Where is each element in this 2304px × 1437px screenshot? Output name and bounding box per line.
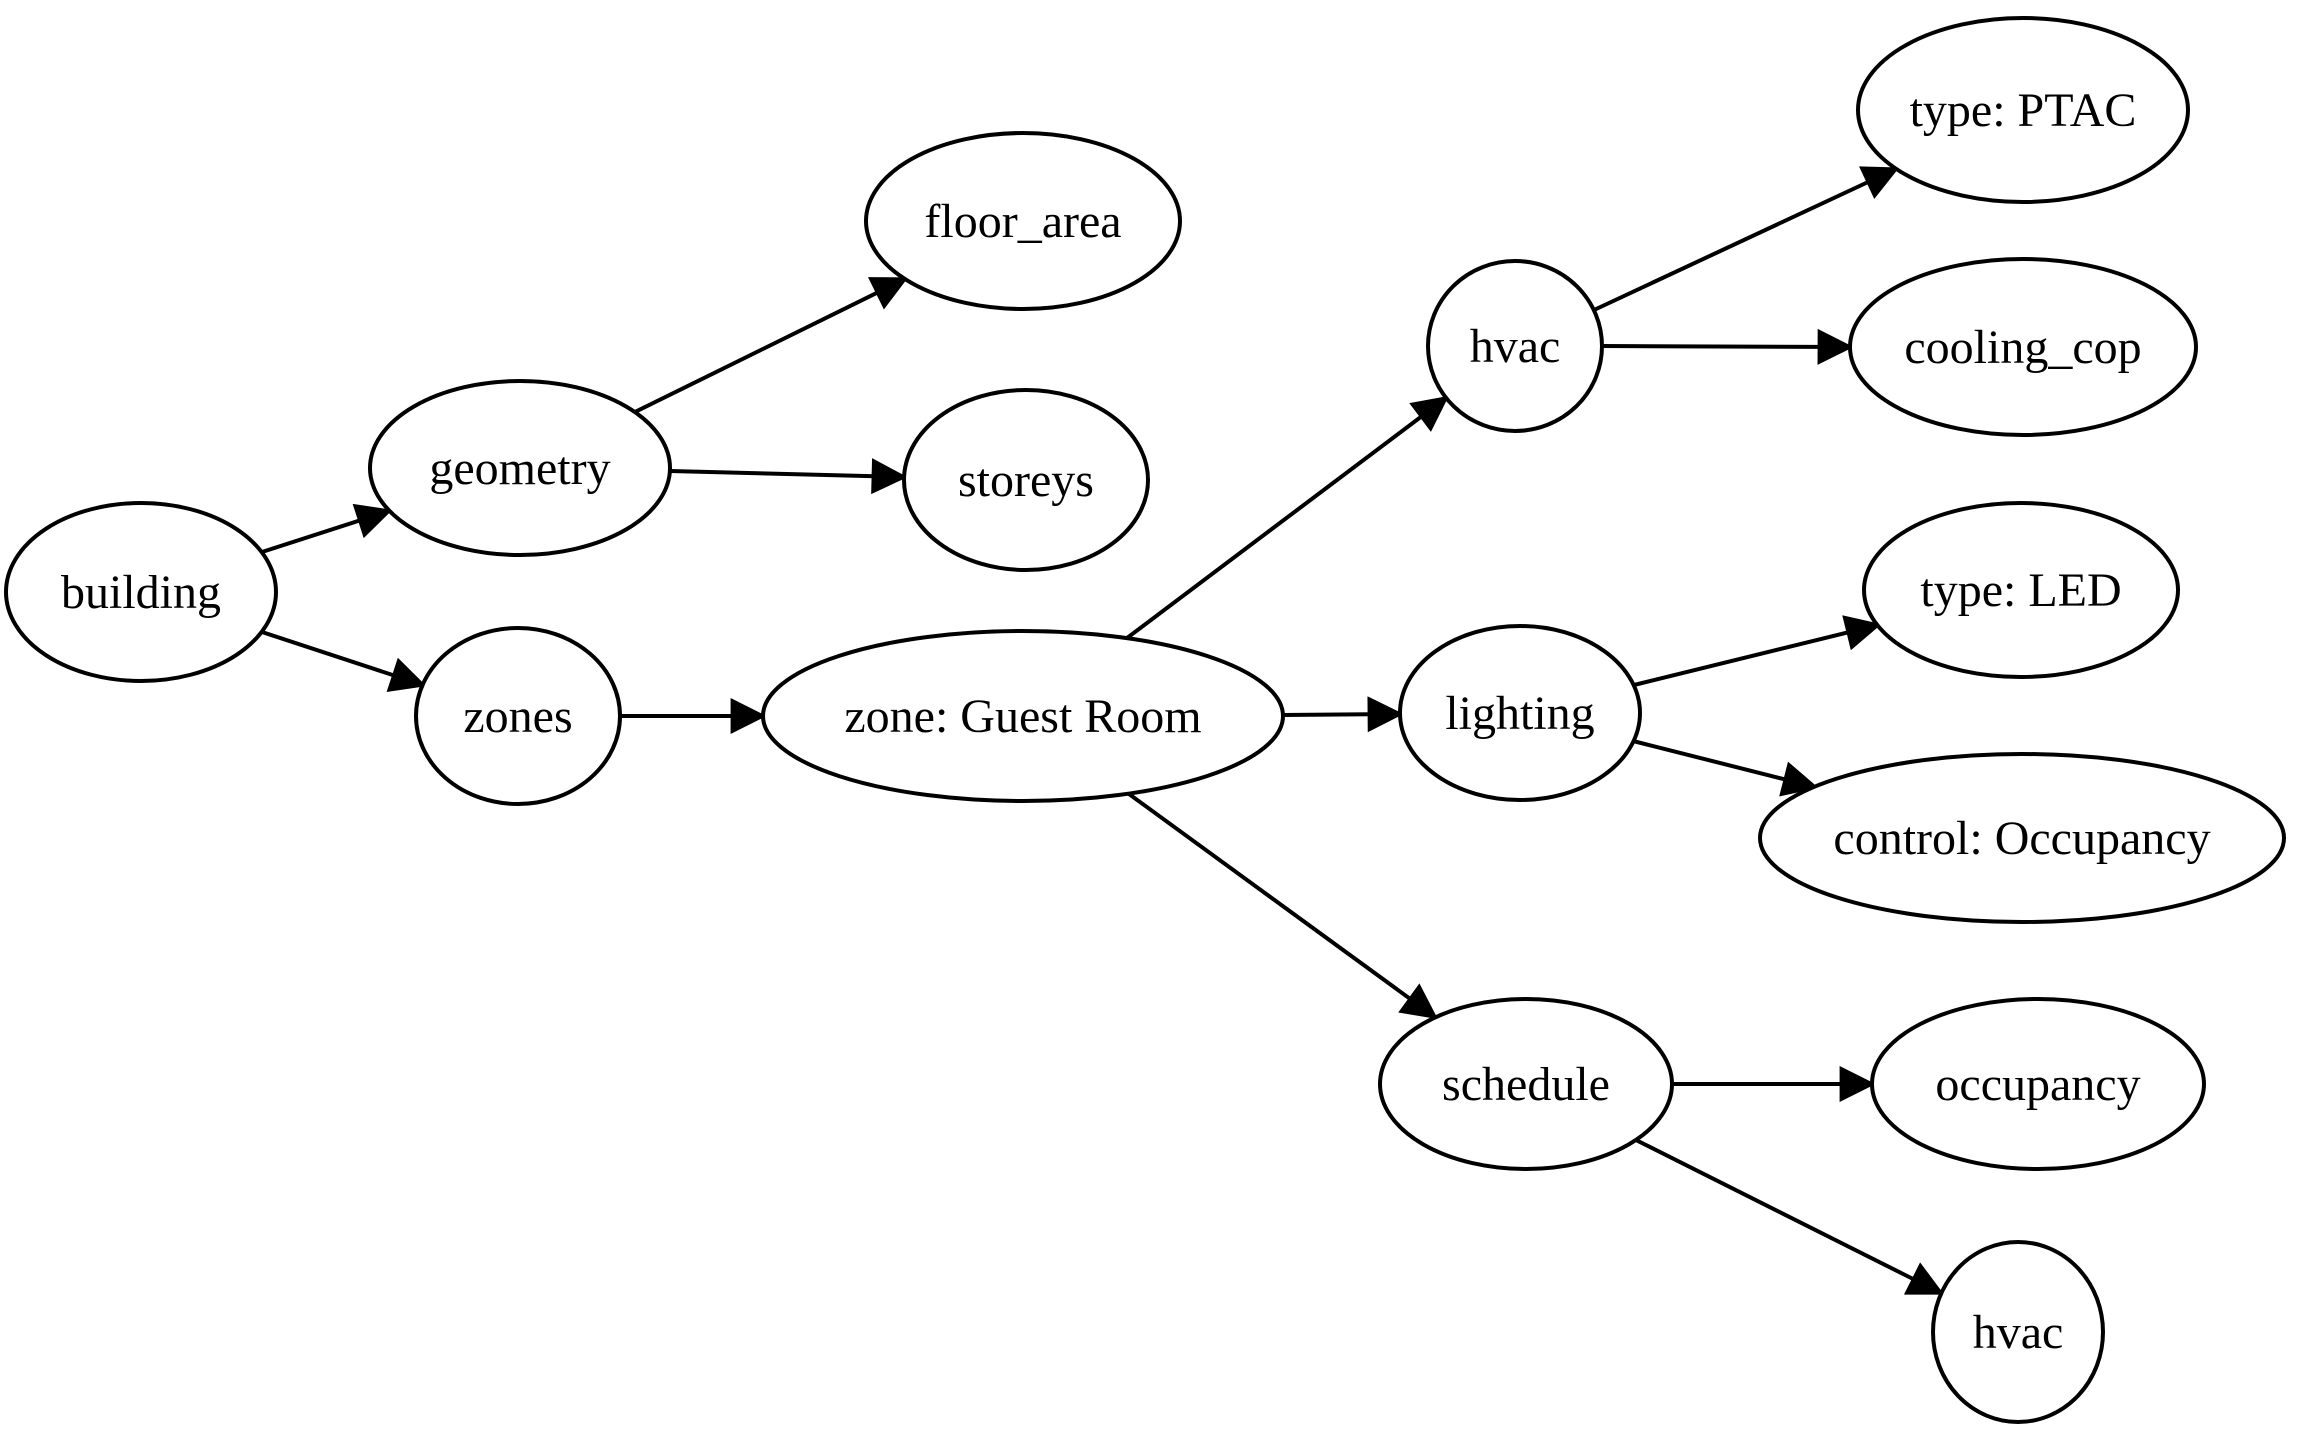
node-hvac: hvac [1426, 259, 1604, 433]
node-ellipse-hvac [1426, 259, 1604, 433]
edge-geometry-to-storeys [669, 458, 908, 495]
node-ellipse-cooling_cop [1848, 257, 2198, 437]
node-label-type_ptac: type: PTAC [1910, 84, 2137, 137]
node-ellipse-storeys [902, 388, 1150, 572]
node-label-floor_area: floor_area [924, 195, 1121, 248]
node-ellipse-lighting [1398, 624, 1642, 802]
node-ellipse-schedule [1378, 997, 1674, 1171]
node-ellipse-type_led [1862, 501, 2180, 679]
node-ellipse-type_ptac [1856, 16, 2190, 204]
edge-lighting-to-type_led [1633, 615, 1882, 687]
node-ellipse-hvac_schedule [1931, 1240, 2105, 1424]
node-floor_area: floor_area [864, 131, 1182, 311]
node-schedule: schedule [1378, 997, 1674, 1171]
edge-zone_guest_room-to-hvac [1125, 395, 1449, 640]
edge-building-to-zones [261, 630, 427, 692]
node-ellipse-occupancy [1870, 997, 2206, 1171]
edge-geometry-to-floor_area [634, 277, 909, 414]
edge-lighting-to-control_occupancy [1632, 739, 1819, 797]
edge-schedule-to-hvac_schedule [1635, 1138, 1945, 1295]
node-label-control_occupancy: control: Occupancy [1833, 812, 2210, 865]
edge-building-to-geometry [261, 503, 393, 554]
edge-zone_guest_room-to-schedule [1127, 792, 1438, 1020]
node-hvac_schedule: hvac [1931, 1240, 2105, 1424]
node-label-cooling_cop: cooling_cop [1904, 321, 2141, 374]
node-ellipse-building [4, 501, 278, 683]
node-geometry: geometry [368, 379, 672, 557]
node-label-lighting: lighting [1445, 687, 1594, 740]
node-control_occupancy: control: Occupancy [1758, 752, 2286, 924]
edge-zone_guest_room-to-lighting [1282, 696, 1404, 733]
node-ellipse-zones [414, 626, 622, 806]
node-cooling_cop: cooling_cop [1848, 257, 2198, 437]
edge-hvac-to-cooling_cop [1601, 328, 1854, 365]
node-label-type_led: type: LED [1920, 564, 2121, 617]
node-zones: zones [414, 626, 622, 806]
node-lighting: lighting [1398, 624, 1642, 802]
node-type_ptac: type: PTAC [1856, 16, 2190, 204]
node-label-hvac_schedule: hvac [1973, 1306, 2064, 1359]
node-label-geometry: geometry [429, 442, 610, 495]
node-label-storeys: storeys [958, 454, 1094, 507]
node-type_led: type: LED [1862, 501, 2180, 679]
node-ellipse-control_occupancy [1758, 752, 2286, 924]
node-ellipse-zone_guest_room [761, 629, 1285, 803]
node-label-building: building [61, 566, 221, 619]
node-building: building [4, 501, 278, 683]
node-label-zone_guest_room: zone: Guest Room [844, 690, 1201, 743]
node-label-zones: zones [463, 690, 572, 743]
node-zone_guest_room: zone: Guest Room [761, 629, 1285, 803]
node-label-schedule: schedule [1442, 1058, 1610, 1111]
edge-hvac-to-type_ptac [1593, 166, 1900, 312]
node-label-hvac: hvac [1470, 320, 1561, 373]
node-storeys: storeys [902, 388, 1150, 572]
node-ellipse-geometry [368, 379, 672, 557]
node-label-occupancy: occupancy [1935, 1058, 2140, 1111]
node-occupancy: occupancy [1870, 997, 2206, 1171]
node-ellipse-floor_area [864, 131, 1182, 311]
